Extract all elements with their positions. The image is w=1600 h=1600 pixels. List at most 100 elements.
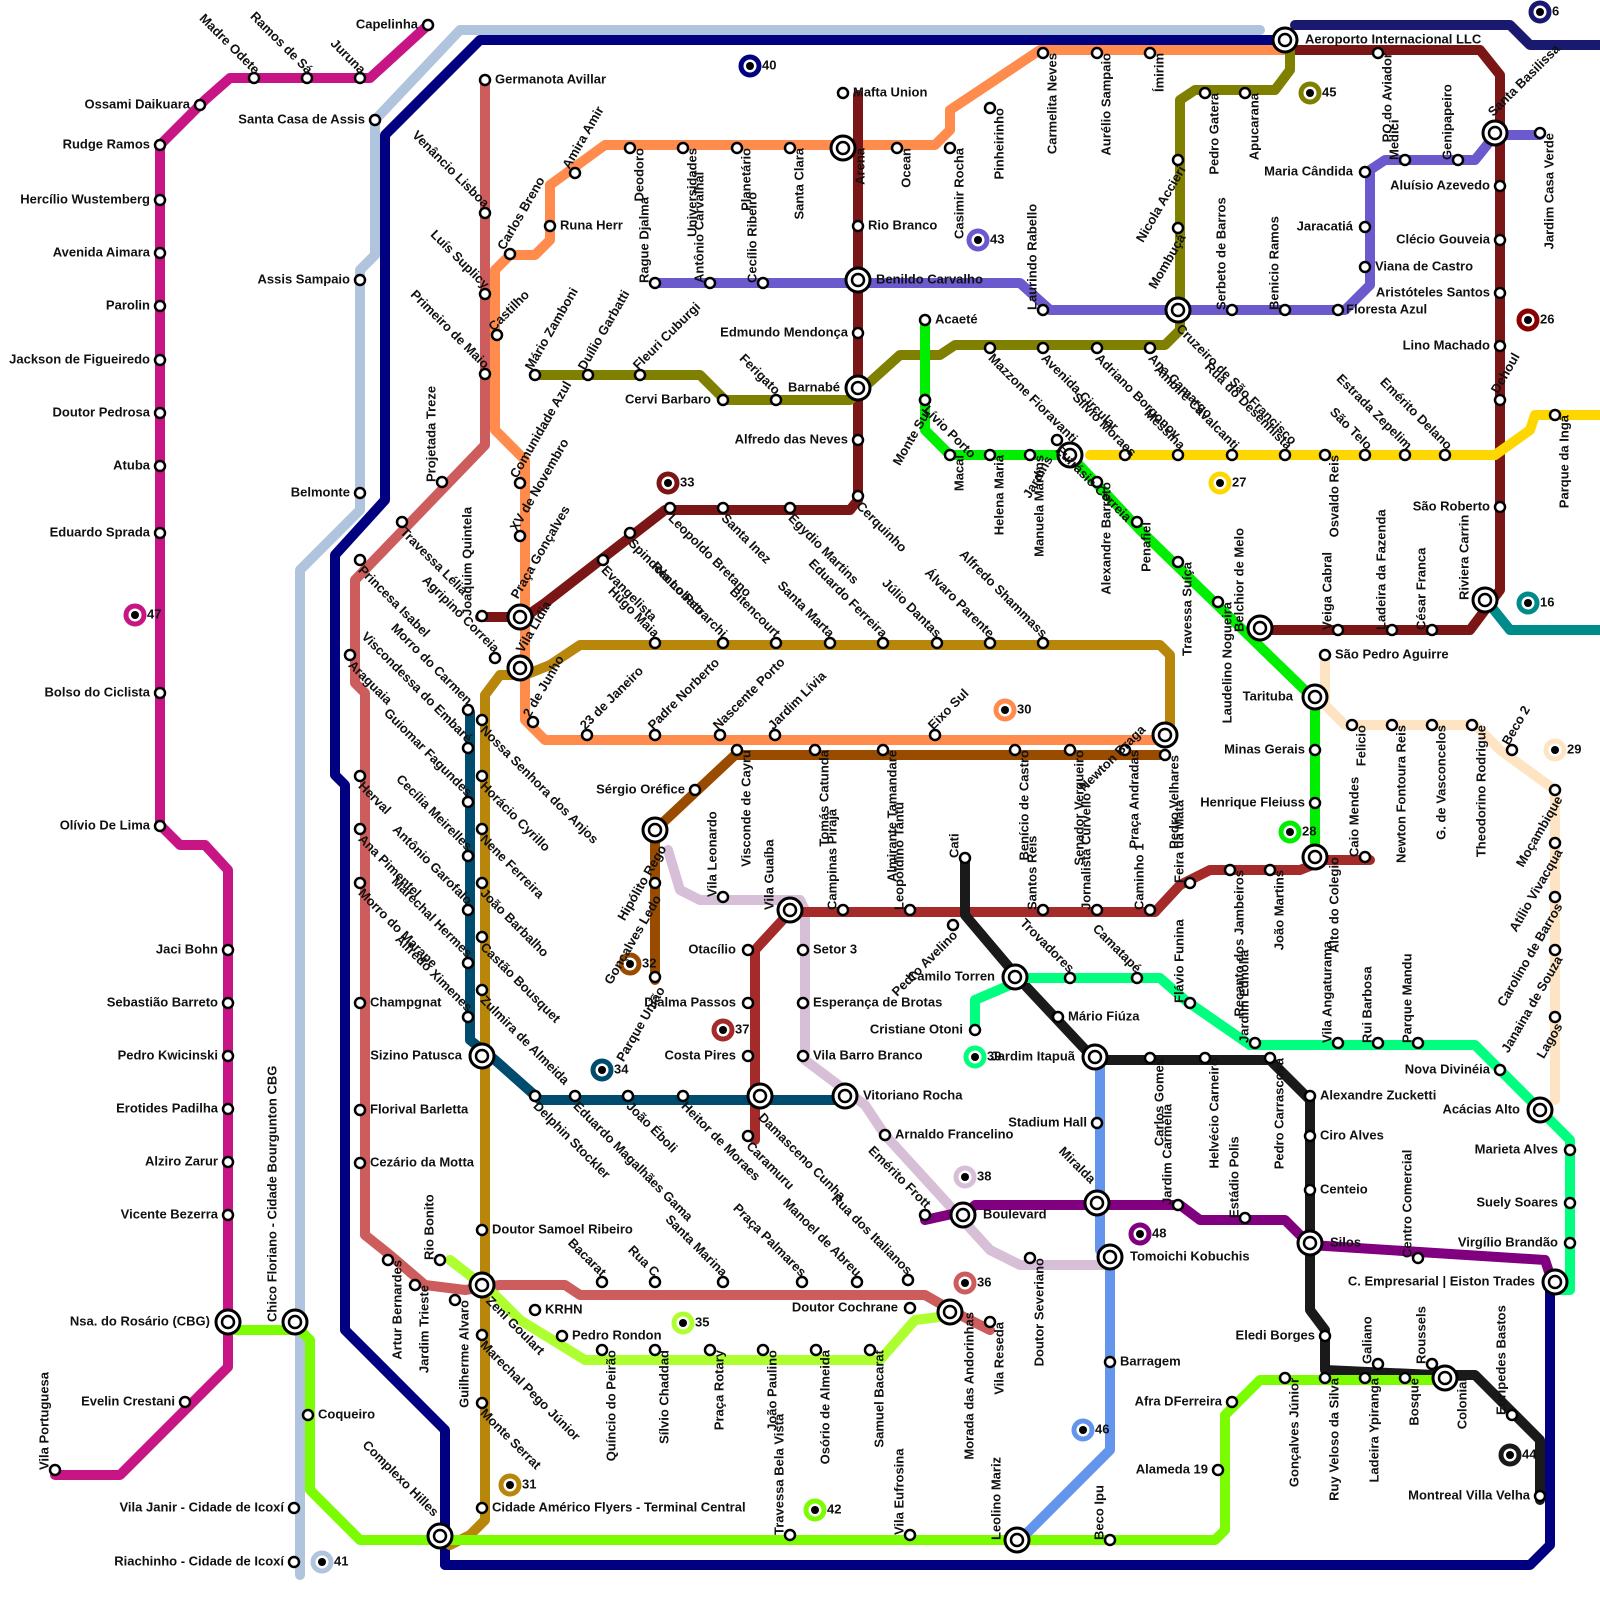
station-marker-medici[interactable] [1400,155,1410,165]
station-marker-jardim-ednolia[interactable] [1250,1038,1260,1048]
station-marker-champgnat[interactable] [355,998,365,1008]
station-marker-joaquim[interactable] [477,611,487,621]
station-marker-alexandre-zucketti[interactable] [1305,1091,1315,1101]
station-marker-setor3[interactable] [798,945,808,955]
station-marker-montreal[interactable] [1535,1491,1545,1501]
station-marker-sprada[interactable] [155,528,165,538]
station-marker-aristoteles[interactable] [1495,288,1505,298]
station-marker-afra[interactable] [1227,1397,1237,1407]
station-marker-cidade-americo[interactable] [477,1503,487,1513]
station-marker-eduardo-magalhaes[interactable] [570,1091,580,1101]
station-marker-veiga[interactable] [1333,625,1343,635]
station-marker-euripedes[interactable] [1507,1410,1517,1420]
station-marker-centeio[interactable] [1305,1185,1315,1195]
station-marker-evelin[interactable] [180,1397,190,1407]
station-marker-doutor-cochrane[interactable] [905,1303,915,1313]
station-marker-santos-reis[interactable] [1038,905,1048,915]
station-marker-bezerra[interactable] [223,1210,233,1220]
station-marker-cecilio[interactable] [758,278,768,288]
station-marker-cerquinho[interactable] [853,491,863,501]
station-marker-spindola[interactable] [625,528,635,538]
station-marker-pedro-rondon[interactable] [557,1331,567,1341]
station-marker-galiano[interactable] [1373,1359,1383,1369]
station-marker-travessa-lelia[interactable] [397,517,407,527]
station-marker-vila-janir[interactable] [289,1503,299,1513]
station-marker-sao-roberto[interactable] [1495,502,1505,512]
station-marker-parque-mandu[interactable] [1413,1038,1423,1048]
station-marker-floresta[interactable] [1333,305,1343,315]
station-marker-lino[interactable] [1495,341,1505,351]
station-marker-pimentel[interactable] [355,824,365,834]
station-marker-princesa[interactable] [355,555,365,565]
station-marker-santa-casa[interactable] [370,115,380,125]
station-marker-pedrosa[interactable] [155,408,165,418]
station-marker-doutor-samoel[interactable] [477,1225,487,1235]
station-marker-capelinha[interactable] [423,20,433,30]
station-marker-esperanca[interactable] [798,998,808,1008]
station-marker-belmonte[interactable] [355,488,365,498]
station-marker-cervi[interactable] [718,395,728,405]
station-marker-ana-camargo[interactable] [1145,343,1155,353]
station-marker-mafta[interactable] [838,88,848,98]
station-marker-cezario[interactable] [355,1158,365,1168]
station-marker-bolso[interactable] [155,688,165,698]
station-marker-alameda19[interactable] [1213,1465,1223,1475]
station-marker-krhn[interactable] [530,1305,540,1315]
station-marker-genipapeiro[interactable] [1453,155,1463,165]
station-marker-assis-sampaio[interactable] [355,275,365,285]
station-marker-edmundo[interactable] [853,328,863,338]
station-marker-mario-fiuza[interactable] [1053,1012,1063,1022]
station-marker-clecio[interactable] [1495,235,1505,245]
station-marker-leopoldino[interactable] [905,905,915,915]
station-marker-araguaia[interactable] [345,650,355,660]
station-marker-monte-serrat[interactable] [477,1398,487,1408]
station-marker-herval[interactable] [355,771,365,781]
station-marker-minas-gerais[interactable] [1310,745,1320,755]
station-marker-delphin[interactable] [530,1091,540,1101]
station-marker-barletta[interactable] [355,1105,365,1115]
station-marker-suely[interactable] [1565,1198,1575,1208]
station-marker-cesar-franca[interactable] [1427,625,1437,635]
station-marker-caio-mendes[interactable] [1360,852,1370,862]
station-marker-benicio-ramos[interactable] [1280,305,1290,315]
station-marker-caramuru[interactable] [743,1131,753,1141]
station-marker-flavio[interactable] [1185,998,1195,1008]
station-marker-otacilio[interactable] [743,945,753,955]
station-marker-ciro-alves[interactable] [1305,1131,1315,1141]
station-marker-jackson[interactable] [155,355,165,365]
station-marker-ladeira-fazenda[interactable] [1387,625,1397,635]
station-marker-antonio-carvalhal[interactable] [705,278,715,288]
station-marker-rui-barbosa[interactable] [1373,1038,1383,1048]
station-marker-caminho1[interactable] [1145,905,1155,915]
station-marker-hercilio[interactable] [155,195,165,205]
station-marker-monte-sul[interactable] [920,395,930,405]
station-marker-stadium-hall[interactable] [1092,1118,1102,1128]
station-marker-jaci[interactable] [223,945,233,955]
station-marker-nene[interactable] [477,824,487,834]
station-marker-cati[interactable] [960,853,970,863]
station-marker-alfredo-neves[interactable] [853,435,863,445]
station-marker-vila-angaturama[interactable] [1333,1038,1343,1048]
station-marker-sergio[interactable] [690,785,700,795]
station-marker-estadio-polis[interactable] [1240,1213,1250,1223]
station-marker-rague[interactable] [650,278,660,288]
station-marker-riachinho[interactable] [289,1557,299,1567]
station-marker-coqueiro[interactable] [303,1410,313,1420]
station-marker-olivio[interactable] [155,821,165,831]
station-marker-marechal-pego[interactable] [477,1330,487,1340]
station-marker-beco-ipu[interactable] [1105,1535,1115,1545]
station-marker-egydio[interactable] [785,503,795,513]
station-marker-rio-bonito[interactable] [435,1255,445,1265]
station-marker-feira-mata[interactable] [1185,878,1195,888]
station-marker-maria-candida[interactable] [1360,167,1370,177]
station-marker-horacio[interactable] [477,771,487,781]
station-marker-zulmira[interactable] [477,985,487,995]
station-marker-projetada[interactable] [437,477,447,487]
station-marker-aluisio[interactable] [1495,181,1505,191]
station-marker-serbeto[interactable] [1227,305,1237,315]
station-marker-arnaldo[interactable] [880,1130,890,1140]
station-marker-parolin[interactable] [155,301,165,311]
station-marker-joao-eboli[interactable] [623,1091,633,1101]
station-marker-adriano[interactable] [1092,343,1102,353]
station-marker-djalma-passos[interactable] [743,998,753,1008]
